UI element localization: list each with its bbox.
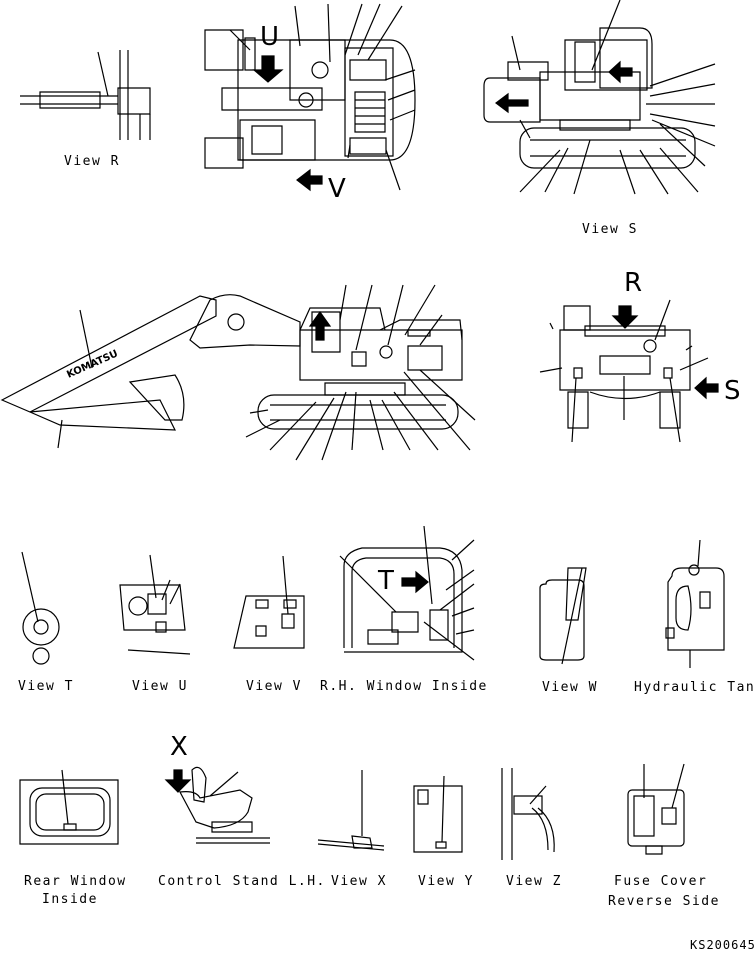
view-y-drawing — [414, 776, 462, 852]
control-stand-label: Control Stand L.H. — [158, 874, 326, 889]
view-v-drawing — [234, 556, 304, 648]
fuse-cover-drawing — [628, 764, 684, 854]
view-t-drawing — [22, 552, 59, 664]
view-t-label: View T — [18, 679, 74, 694]
view-letter-t: T — [378, 566, 394, 596]
view-z-drawing — [502, 768, 554, 860]
excavator-side-view — [2, 285, 475, 460]
view-letter-x: X — [170, 732, 188, 762]
view-w-drawing — [540, 568, 586, 664]
view-s-drawing — [484, 0, 715, 194]
view-letter-r: R — [624, 268, 643, 298]
rh-window-label: R.H. Window Inside — [320, 679, 488, 694]
drawing-code: KS200645 — [690, 938, 755, 952]
control-stand-drawing — [166, 767, 270, 843]
view-x-label: View X — [331, 874, 387, 889]
view-v-label: View V — [246, 679, 302, 694]
fuse-cover-label-2: Reverse Side — [608, 894, 720, 909]
top-view-drawing — [205, 4, 415, 190]
view-letter-u: U — [260, 22, 280, 52]
fuse-cover-label-1: Fuse Cover — [614, 874, 708, 889]
view-u-label: View U — [132, 679, 188, 694]
view-z-label: View Z — [506, 874, 562, 889]
view-s-label: View S — [582, 222, 638, 237]
view-u-drawing — [120, 555, 190, 654]
view-letter-v: V — [328, 174, 346, 204]
view-x-drawing — [318, 770, 384, 850]
view-r-label: View R — [64, 154, 120, 169]
view-w-label: View W — [542, 680, 598, 695]
view-r-drawing — [20, 50, 150, 140]
rear-window-drawing — [20, 770, 118, 844]
rear-window-label-2: Inside — [42, 892, 98, 907]
rh-window-drawing — [340, 526, 474, 660]
rear-view-drawing — [540, 300, 718, 442]
view-y-label: View Y — [418, 874, 474, 889]
view-letter-s: S — [724, 376, 741, 406]
hydraulic-tank-label: Hydraulic Tank — [634, 680, 755, 695]
rear-window-label-1: Rear Window — [24, 874, 127, 889]
hydraulic-tank-drawing — [666, 540, 724, 668]
